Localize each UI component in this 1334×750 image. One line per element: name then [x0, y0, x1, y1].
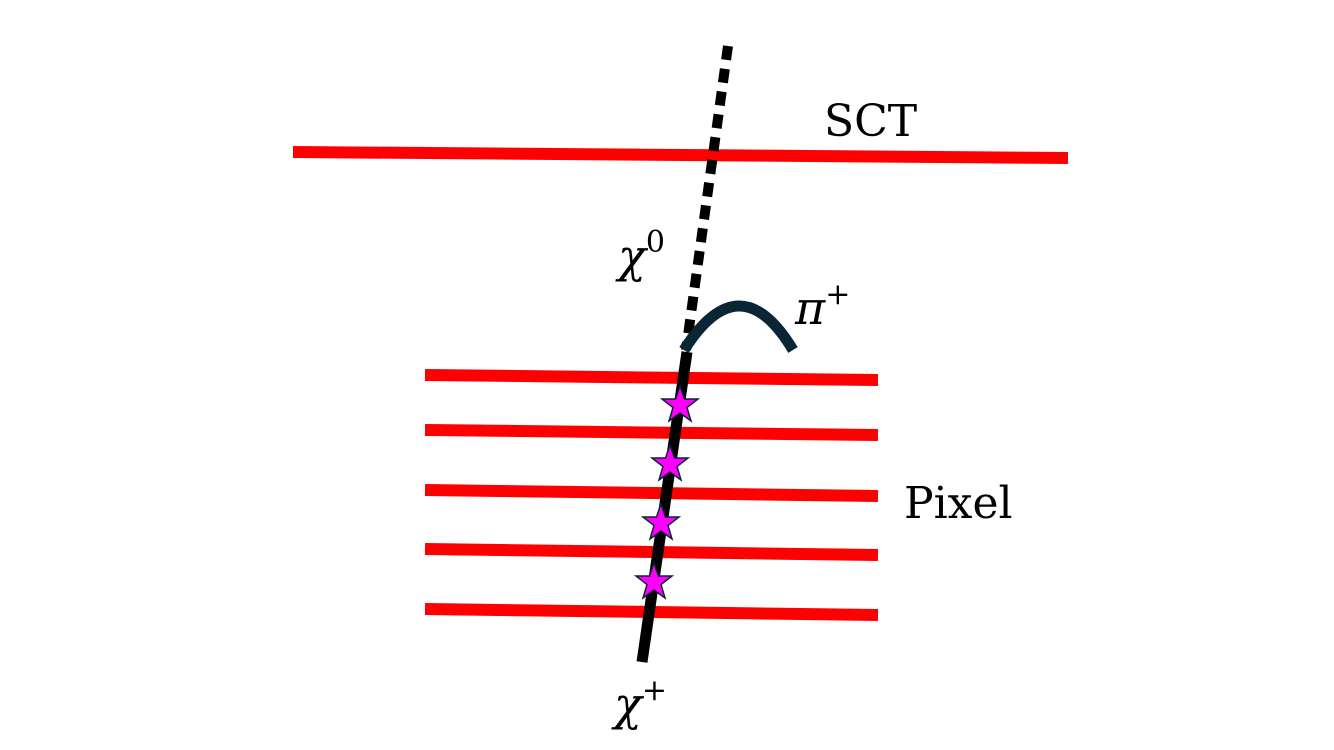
- neutralino-symbol: χ: [615, 229, 649, 283]
- hit-star-icon: [640, 501, 682, 541]
- hit-star-icon: [649, 442, 691, 482]
- pion-superscript: +: [825, 277, 850, 312]
- pixel-layer: [424, 424, 879, 441]
- pixel-label: Pixel: [904, 478, 1013, 529]
- pion-label: π+: [794, 277, 850, 335]
- neutralino-superscript: 0: [646, 225, 665, 260]
- hit-stars: [633, 383, 701, 600]
- sct-layer: [292, 146, 1069, 164]
- chargino-symbol: χ: [611, 677, 645, 731]
- chargino-superscript: +: [642, 673, 667, 708]
- pion-track: [679, 300, 798, 353]
- pixel-layer: [424, 543, 879, 561]
- pixel-layer: [424, 369, 879, 386]
- sct-label: SCT: [824, 96, 917, 147]
- pixel-layer: [424, 484, 879, 502]
- pion-symbol: π: [794, 281, 826, 335]
- neutralino-track: [681, 45, 733, 351]
- hit-star-icon: [659, 383, 701, 423]
- neutralino-label: χ0: [615, 225, 665, 283]
- chargino-label: χ+: [611, 673, 667, 731]
- hit-star-icon: [633, 560, 675, 600]
